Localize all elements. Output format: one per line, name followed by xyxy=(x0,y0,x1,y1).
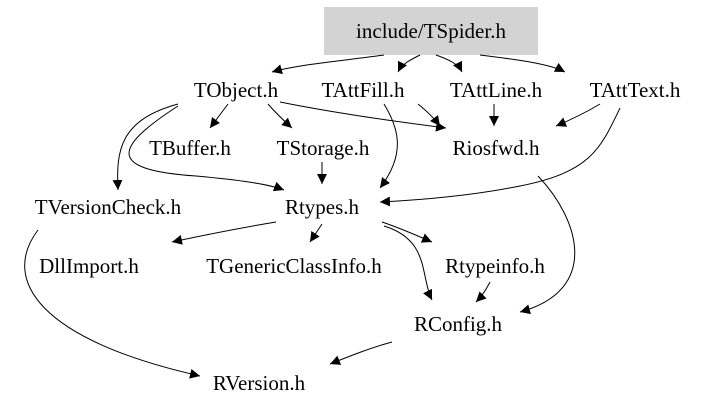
edge-tobject-rtypes xyxy=(128,105,285,192)
nodes: include/TSpider.h TObject.h TAttFill.h T… xyxy=(35,19,681,395)
edge-rtypes-tgenericclassinfo xyxy=(309,223,323,243)
node-dllimport: DllImport.h xyxy=(39,254,139,278)
edge-rtypes-rtypeinfo xyxy=(381,221,433,243)
node-rconfig: RConfig.h xyxy=(414,312,503,336)
node-tbuffer: TBuffer.h xyxy=(149,136,231,160)
edge-tversioncheck-rversion xyxy=(24,229,201,379)
edge-tspider-tatttext xyxy=(479,54,566,73)
edge-rtypeinfo-rconfig xyxy=(475,281,491,303)
node-riosfwd: Riosfwd.h xyxy=(453,136,540,160)
node-rversion: RVersion.h xyxy=(213,371,306,395)
edge-rconfig-rversion xyxy=(329,341,393,365)
edge-riosfwd-rconfig xyxy=(519,175,576,315)
edge-rtypes-dllimport xyxy=(171,221,277,245)
edges xyxy=(24,54,621,379)
edge-tobject-riosfwd xyxy=(279,101,447,132)
node-tattline: TAttLine.h xyxy=(450,78,543,102)
edge-tobject-tbuffer xyxy=(209,103,229,129)
node-tversioncheck: TVersionCheck.h xyxy=(35,195,182,219)
edge-rtypes-rconfig xyxy=(383,225,433,301)
edge-tatttext-rtypes xyxy=(379,107,621,207)
edge-tobject-tversioncheck xyxy=(112,103,179,191)
node-tatttext: TAttText.h xyxy=(590,78,681,102)
node-rtypes: Rtypes.h xyxy=(285,195,360,219)
edge-tatttext-riosfwd xyxy=(555,103,601,127)
node-tspider: include/TSpider.h xyxy=(356,19,506,43)
edge-tobject-tstorage xyxy=(267,103,293,129)
edge-tattfill-rtypes xyxy=(379,103,398,189)
node-tobject: TObject.h xyxy=(194,78,279,102)
edge-tspider-tattfill xyxy=(397,54,421,73)
edge-tspider-tobject xyxy=(271,54,385,75)
edge-tattfill-riosfwd xyxy=(417,103,441,127)
node-tgenericclassinfo: TGenericClassInfo.h xyxy=(206,254,382,278)
root-node-box xyxy=(324,7,538,55)
node-tstorage: TStorage.h xyxy=(277,136,370,160)
node-rtypeinfo: Rtypeinfo.h xyxy=(445,254,545,278)
node-tattfill: TAttFill.h xyxy=(322,78,405,102)
edge-tspider-tattline xyxy=(435,54,463,73)
